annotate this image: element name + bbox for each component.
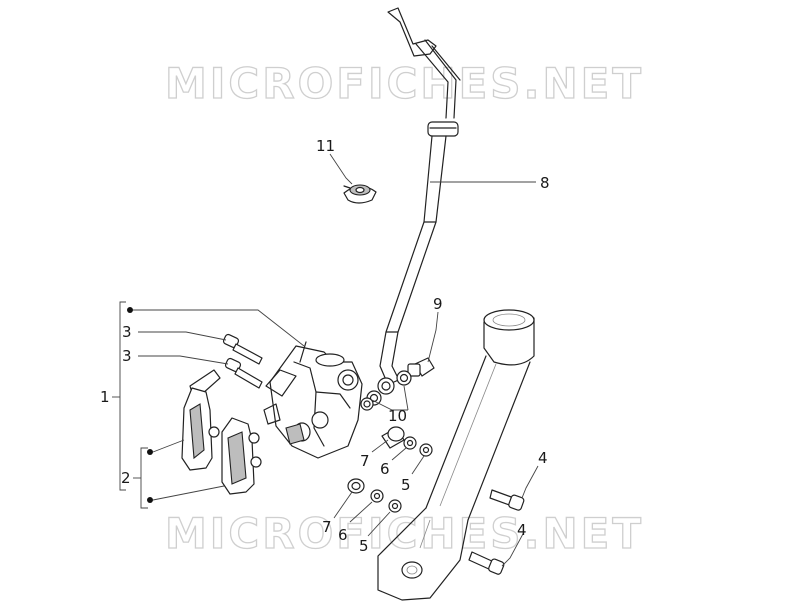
callout-5-lower: 5	[359, 537, 369, 555]
callout-4-upper: 4	[538, 449, 548, 467]
brake-caliper	[263, 341, 363, 459]
copper-washers	[360, 370, 412, 411]
bullet-caliper	[127, 307, 133, 313]
watermark-top: MICROFICHES.NET	[165, 59, 644, 108]
brake-hose	[377, 7, 461, 395]
caliper-bolt-lower	[224, 357, 263, 389]
callout-1: 1	[100, 388, 110, 406]
spacer-upper	[381, 426, 405, 449]
spacer-lower	[347, 478, 365, 494]
bullet-pad-lower	[147, 497, 153, 503]
callout-2: 2	[121, 469, 131, 487]
callout-6-lower: 6	[338, 526, 348, 544]
banjo-bolt	[407, 357, 435, 377]
bolt-upper	[489, 489, 525, 511]
callout-4-lower: 4	[517, 521, 527, 539]
washer-5-lower	[388, 499, 402, 513]
callout-7-lower: 7	[322, 518, 332, 536]
fork-leg	[377, 309, 535, 601]
bracket-assembly-1	[119, 301, 126, 491]
bracket-pads-2	[140, 447, 148, 509]
watermark-bottom: MICROFICHES.NET	[165, 509, 644, 558]
washer-6-lower	[370, 489, 384, 503]
callout-9: 9	[433, 295, 443, 313]
hose-clip	[343, 184, 377, 204]
washer-5-upper	[419, 443, 433, 457]
callout-5-upper: 5	[401, 476, 411, 494]
callout-11: 11	[316, 137, 335, 155]
bolt-lower	[468, 551, 505, 575]
callout-3-upper: 3	[122, 323, 132, 341]
caliper-bolt-upper	[222, 333, 263, 365]
washer-6-upper	[403, 436, 417, 450]
bullet-pad-upper	[147, 449, 153, 455]
callout-3-lower: 3	[122, 347, 132, 365]
brake-pad-left	[181, 387, 220, 471]
callout-8: 8	[540, 174, 550, 192]
brake-pad-right	[221, 417, 262, 495]
callout-10: 10	[388, 407, 407, 425]
callout-7-upper: 7	[360, 452, 370, 470]
callout-6-upper: 6	[380, 460, 390, 478]
